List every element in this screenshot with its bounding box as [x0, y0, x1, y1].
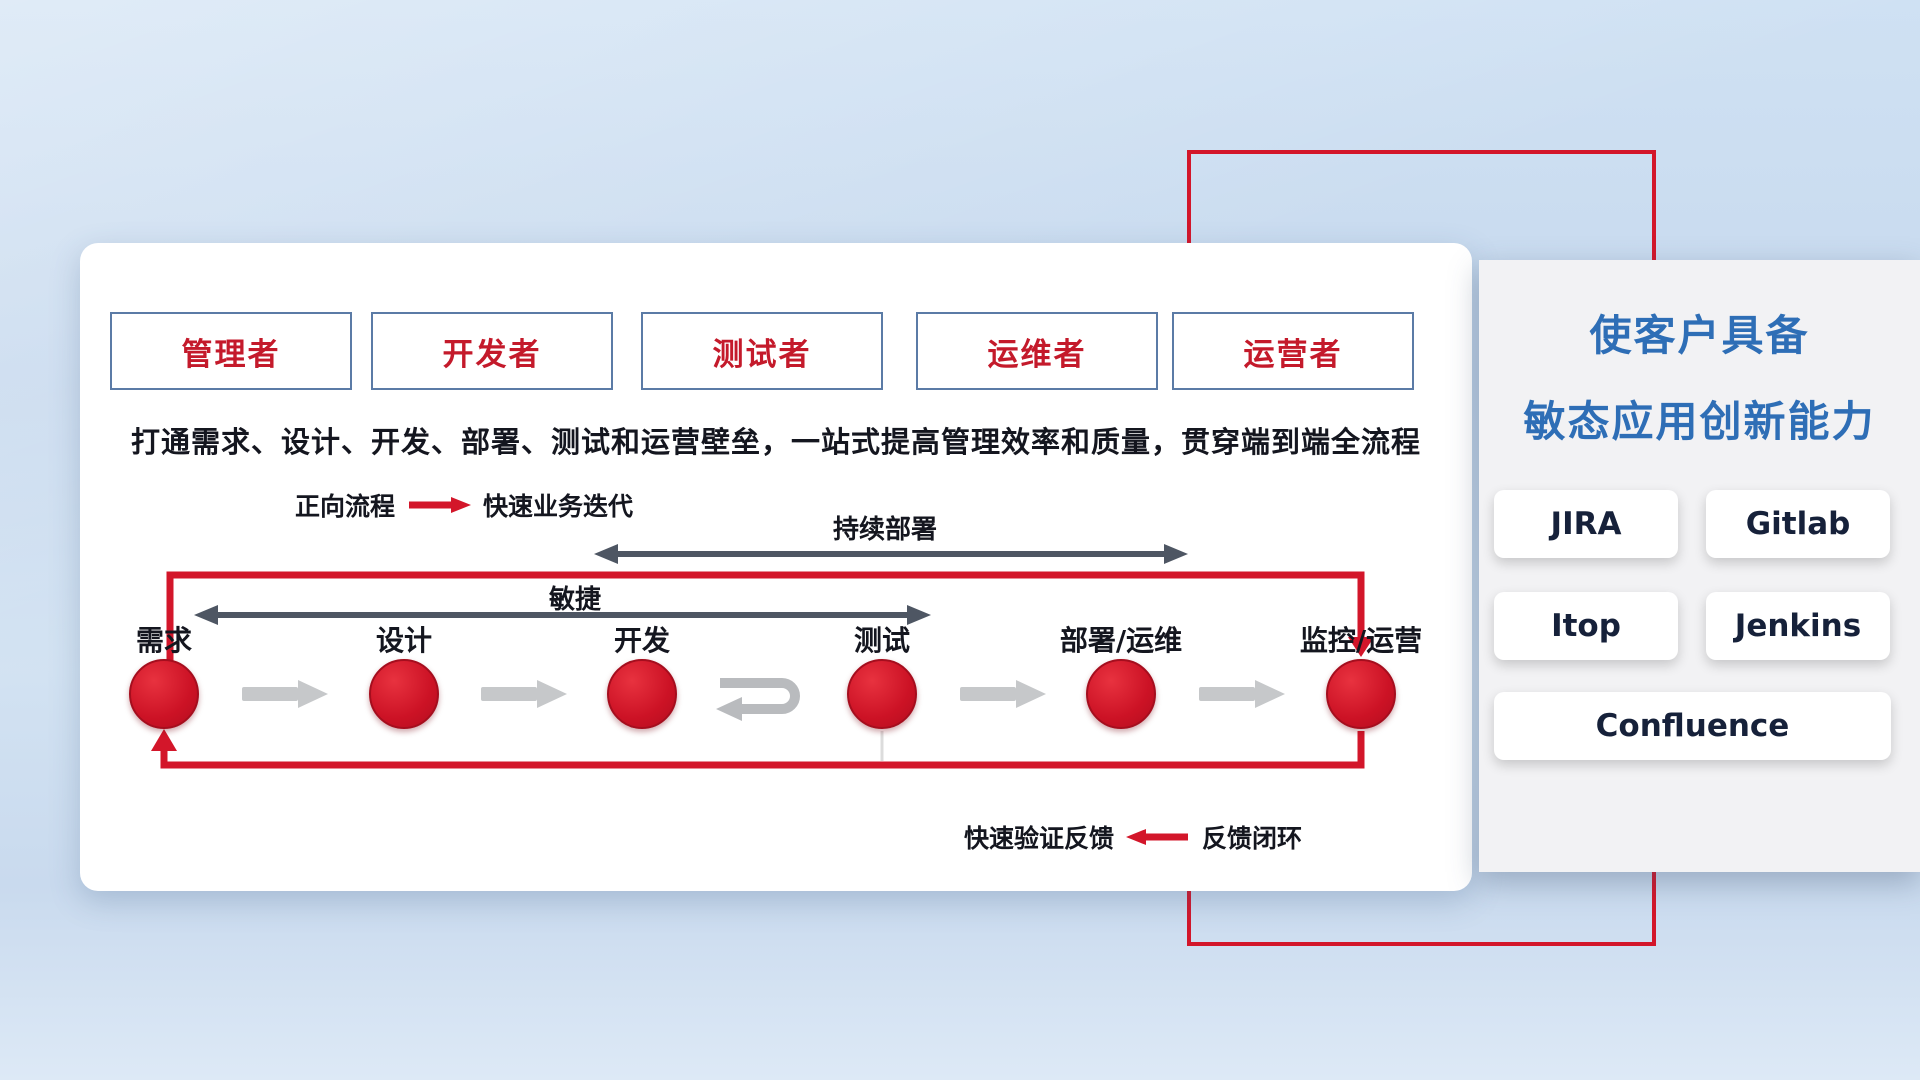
flow-node-circle [1326, 659, 1396, 729]
node-label-design: 设计 [375, 624, 432, 657]
panel-title-line1: 使客户具备 [1589, 311, 1810, 360]
tools-panel: 使客户具备 敏态应用创新能力 JIRA Gitlab Itop Jenkins … [1479, 260, 1920, 872]
tool-itop: Itop [1494, 592, 1678, 660]
node-label-monitor-operate: 监控/运营 [1299, 624, 1423, 657]
role-box-tester: 测试者 [641, 312, 883, 390]
legend-forward-desc: 快速业务迭代 [483, 492, 634, 521]
agile-label: 敏捷 [548, 585, 601, 615]
role-box-operator: 运营者 [1172, 312, 1414, 390]
panel-title-line2: 敏态应用创新能力 [1523, 397, 1876, 446]
node-label-test: 测试 [853, 624, 910, 657]
continuous-deploy-arrow [594, 544, 1188, 564]
flow-node-circle [1086, 659, 1156, 729]
tool-gitlab: Gitlab [1706, 490, 1890, 558]
flow-node-circle [607, 659, 677, 729]
flow-node-circle [847, 659, 917, 729]
flow-node-circle [129, 659, 199, 729]
devops-flow-card: 管理者 开发者 测试者 运维者 运营者 打通需求、设计、开发、部署、测试和运营壁… [80, 243, 1472, 891]
role-box-developer: 开发者 [371, 312, 613, 390]
legend-forward-label: 正向流程 [295, 492, 396, 521]
continuous-deploy-label: 持续部署 [832, 515, 937, 545]
step-arrows [242, 680, 1285, 708]
tool-confluence: Confluence [1494, 692, 1891, 760]
node-label-develop: 开发 [613, 624, 670, 657]
flow-node-circle [369, 659, 439, 729]
legend-feedback-label: 快速验证反馈 [964, 824, 1115, 853]
role-box-ops: 运维者 [916, 312, 1158, 390]
node-label-deploy-ops: 部署/运维 [1059, 624, 1183, 657]
node-label-requirements: 需求 [135, 624, 192, 657]
legend-forward: 正向流程 快速业务迭代 [295, 487, 633, 523]
red-arrow-right-icon [409, 497, 472, 513]
forward-loop-line [166, 571, 1374, 661]
tool-jenkins: Jenkins [1706, 592, 1890, 660]
agile-arrow [194, 605, 931, 625]
flow-diagram-lines [151, 544, 1374, 769]
legend-feedback: 快速验证反馈 反馈闭环 [964, 819, 1302, 855]
red-arrow-left-icon [1126, 829, 1189, 845]
tool-jira: JIRA [1494, 490, 1678, 558]
card-subtitle: 打通需求、设计、开发、部署、测试和运营壁垒，一站式提高管理效率和质量，贯穿端到端… [130, 425, 1421, 459]
feedback-loop-line [151, 729, 1365, 769]
iterate-loop-icon [716, 678, 800, 721]
role-box-manager: 管理者 [110, 312, 352, 390]
legend-feedback-desc: 反馈闭环 [1202, 824, 1303, 853]
